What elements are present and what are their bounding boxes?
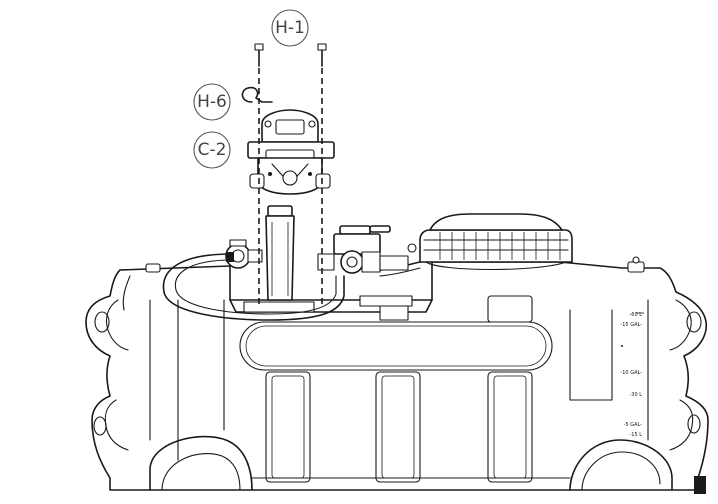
lid-dome: [429, 213, 563, 231]
tank-left-knob: [145, 263, 161, 273]
tank-left-foot-arch: [149, 435, 253, 491]
callout-h6-circle: [193, 83, 231, 121]
tank-right-recess: [569, 309, 613, 401]
saddle-clip: [379, 305, 409, 321]
valve-knob: [407, 243, 417, 253]
scale-mark-15gal: -15 GAL-: [620, 322, 642, 328]
corner-marker: [694, 476, 706, 494]
pump-head-top-port: [275, 119, 305, 135]
lid-grip-lines: [439, 232, 561, 260]
tank-contour-left-upper: [122, 275, 131, 311]
callout-c2-circle: [193, 131, 231, 169]
valve-assembly: [317, 225, 417, 274]
pump-foot-right: [315, 173, 331, 189]
tank-right-bulge-lower: [669, 399, 694, 451]
lid-neck: [425, 261, 567, 271]
scale-dot: [621, 345, 623, 347]
bolts-h1: [254, 43, 327, 67]
tank-body: [85, 256, 709, 494]
lid-base: [419, 229, 573, 263]
tank-left-bulge-upper: [105, 299, 129, 351]
scale-mark-5gal: -5 GAL-: [624, 422, 643, 428]
pump-head-c2: [247, 109, 335, 195]
valve-handle: [339, 225, 371, 235]
tank-left-foot-arch-inner: [161, 453, 241, 491]
inlet-fitting-top: [229, 239, 247, 247]
tank-rib-3-top: [487, 295, 533, 323]
inlet-fitting-nut: [247, 249, 263, 263]
tank-horizontal-band: [239, 321, 553, 371]
tank-right-knob-cap: [632, 256, 640, 264]
callout-h1-label: H-1: [275, 18, 305, 38]
callout-h1-circle: [271, 9, 309, 47]
clip-pin: [241, 86, 273, 103]
saddle-bracket: [243, 301, 315, 313]
valve-body: [333, 233, 381, 255]
valve-outlet: [340, 250, 364, 274]
scale-mark-15l: -15 L: [629, 432, 642, 438]
pump-foot-left: [249, 173, 265, 189]
tank-rib-3: [487, 371, 533, 483]
bolt-right-head: [317, 43, 327, 51]
callout-h6-label: H-6: [197, 92, 227, 112]
return-hose-inner: [379, 267, 421, 277]
tank-right-foot-arch: [569, 439, 673, 491]
tank-horizontal-band-inner: [245, 325, 547, 367]
scale-mark-60l: -60 L: [629, 312, 642, 318]
callout-c2-label: C-2: [198, 140, 227, 160]
tank-left-recess: [177, 299, 225, 461]
valve-nut-right: [361, 251, 381, 273]
pump-standpipe: [265, 205, 295, 301]
valve-nut-left: [317, 253, 335, 271]
tank-left-hole-lower: [93, 416, 107, 436]
hose-inner-loop: [174, 259, 337, 315]
valve-connector: [379, 255, 409, 271]
standpipe-body: [265, 215, 295, 301]
callout-h6: H-6: [193, 83, 231, 121]
standpipe-cap: [267, 205, 293, 217]
saddle-plate: [359, 295, 413, 307]
tank-right-hole-lower: [687, 414, 701, 434]
tank-right-hole-upper: [686, 311, 702, 333]
tank-ribs: [265, 295, 533, 483]
tank-rib-1: [265, 371, 311, 483]
left-inlet-fitting: [225, 239, 263, 269]
bolt-left-head: [254, 43, 264, 51]
tank-right-foot-arch-inner: [581, 451, 661, 491]
callout-c2: C-2: [193, 131, 231, 169]
hose-outer-loop: [162, 253, 345, 321]
callout-h1: H-1: [271, 9, 309, 47]
valve-handle-tip: [369, 225, 391, 233]
fill-lid: [419, 213, 573, 271]
tank-rib-2: [375, 371, 421, 483]
pump-saddle: [229, 295, 433, 321]
tank-volume-scale: -60 L -15 GAL- -10 GAL- -30 L -5 GAL- -1…: [620, 312, 644, 438]
scale-mark-30l: -30 L: [629, 392, 642, 398]
scale-mark-10gal: -10 GAL-: [620, 370, 642, 376]
tank-left-hole-upper: [94, 311, 110, 333]
clip-h6: [241, 86, 273, 103]
